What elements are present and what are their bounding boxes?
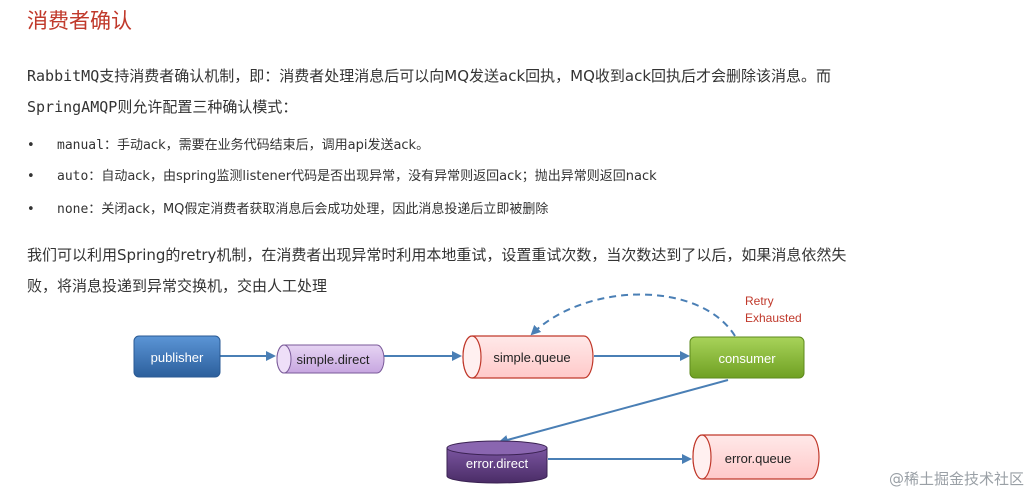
retry-label: Retry bbox=[745, 294, 774, 308]
error-direct-exchange bbox=[446, 440, 548, 484]
mode-key: manual： bbox=[57, 138, 117, 153]
error-queue-cylinder bbox=[692, 434, 820, 480]
arrow-consumer-to-error-exchange bbox=[498, 379, 729, 445]
publisher-label: publisher bbox=[151, 350, 204, 365]
mode-key: none： bbox=[57, 202, 102, 217]
mode-item-none: • none：关闭ack，MQ假定消费者获取消息后会成功处理，因此消息投递后立即被… bbox=[27, 201, 548, 219]
exhausted-label: Exhausted bbox=[745, 311, 802, 325]
mode-key: auto： bbox=[57, 169, 102, 184]
simple-queue-cylinder bbox=[462, 335, 594, 379]
error-direct-label: error.direct bbox=[466, 456, 529, 471]
mode-desc: 关闭ack，MQ假定消费者获取消息后会成功处理，因此消息投递后立即被删除 bbox=[101, 202, 549, 217]
intro-paragraph: RabbitMQ支持消费者确认机制，即：消费者处理消息后可以向MQ发送ack回执… bbox=[27, 61, 1017, 123]
bullet-dot: • bbox=[27, 202, 35, 217]
bullet-dot: • bbox=[27, 138, 35, 153]
simple-queue-label: simple.queue bbox=[493, 350, 570, 365]
retry-paragraph: 我们可以利用Spring的retry机制，在消费者出现异常时利用本地重试，设置重… bbox=[27, 240, 1017, 302]
consumer-label: consumer bbox=[718, 351, 776, 366]
mode-desc: 手动ack，需要在业务代码结束后，调用api发送ack。 bbox=[116, 138, 430, 153]
intro-line1: 支持消费者确认机制，即：消费者处理消息后可以向MQ发送ack回执，MQ收到ack… bbox=[99, 67, 832, 85]
publisher-box bbox=[133, 335, 221, 378]
simple-direct-label: simple.direct bbox=[297, 352, 370, 367]
mode-item-manual: • manual：手动ack，需要在业务代码结束后，调用api发送ack。 bbox=[27, 137, 429, 155]
simple-direct-exchange bbox=[276, 344, 385, 374]
consumer-box bbox=[689, 336, 805, 379]
intro-rabbitmq: RabbitMQ bbox=[27, 67, 100, 85]
intro-line2: 则允许配置三种确认模式： bbox=[117, 98, 298, 116]
bullet-dot: • bbox=[27, 169, 35, 184]
mode-item-auto: • auto：自动ack，由spring监测listener代码是否出现异常，没有… bbox=[27, 168, 657, 186]
retry-line1: 我们可以利用Spring的retry机制，在消费者出现异常时利用本地重试，设置重… bbox=[27, 246, 847, 264]
retry-line2: 败，将消息投递到异常交换机，交由人工处理 bbox=[27, 277, 328, 295]
error-queue-label: error.queue bbox=[725, 451, 792, 466]
watermark: @稀土掘金技术社区 bbox=[888, 470, 1024, 488]
intro-springamqp: SpringAMQP bbox=[27, 98, 118, 116]
arrow-retry-loop bbox=[530, 293, 736, 337]
page-title: 消费者确认 bbox=[27, 9, 132, 33]
mode-desc: 自动ack，由spring监测listener代码是否出现异常，没有异常则返回a… bbox=[101, 169, 657, 184]
